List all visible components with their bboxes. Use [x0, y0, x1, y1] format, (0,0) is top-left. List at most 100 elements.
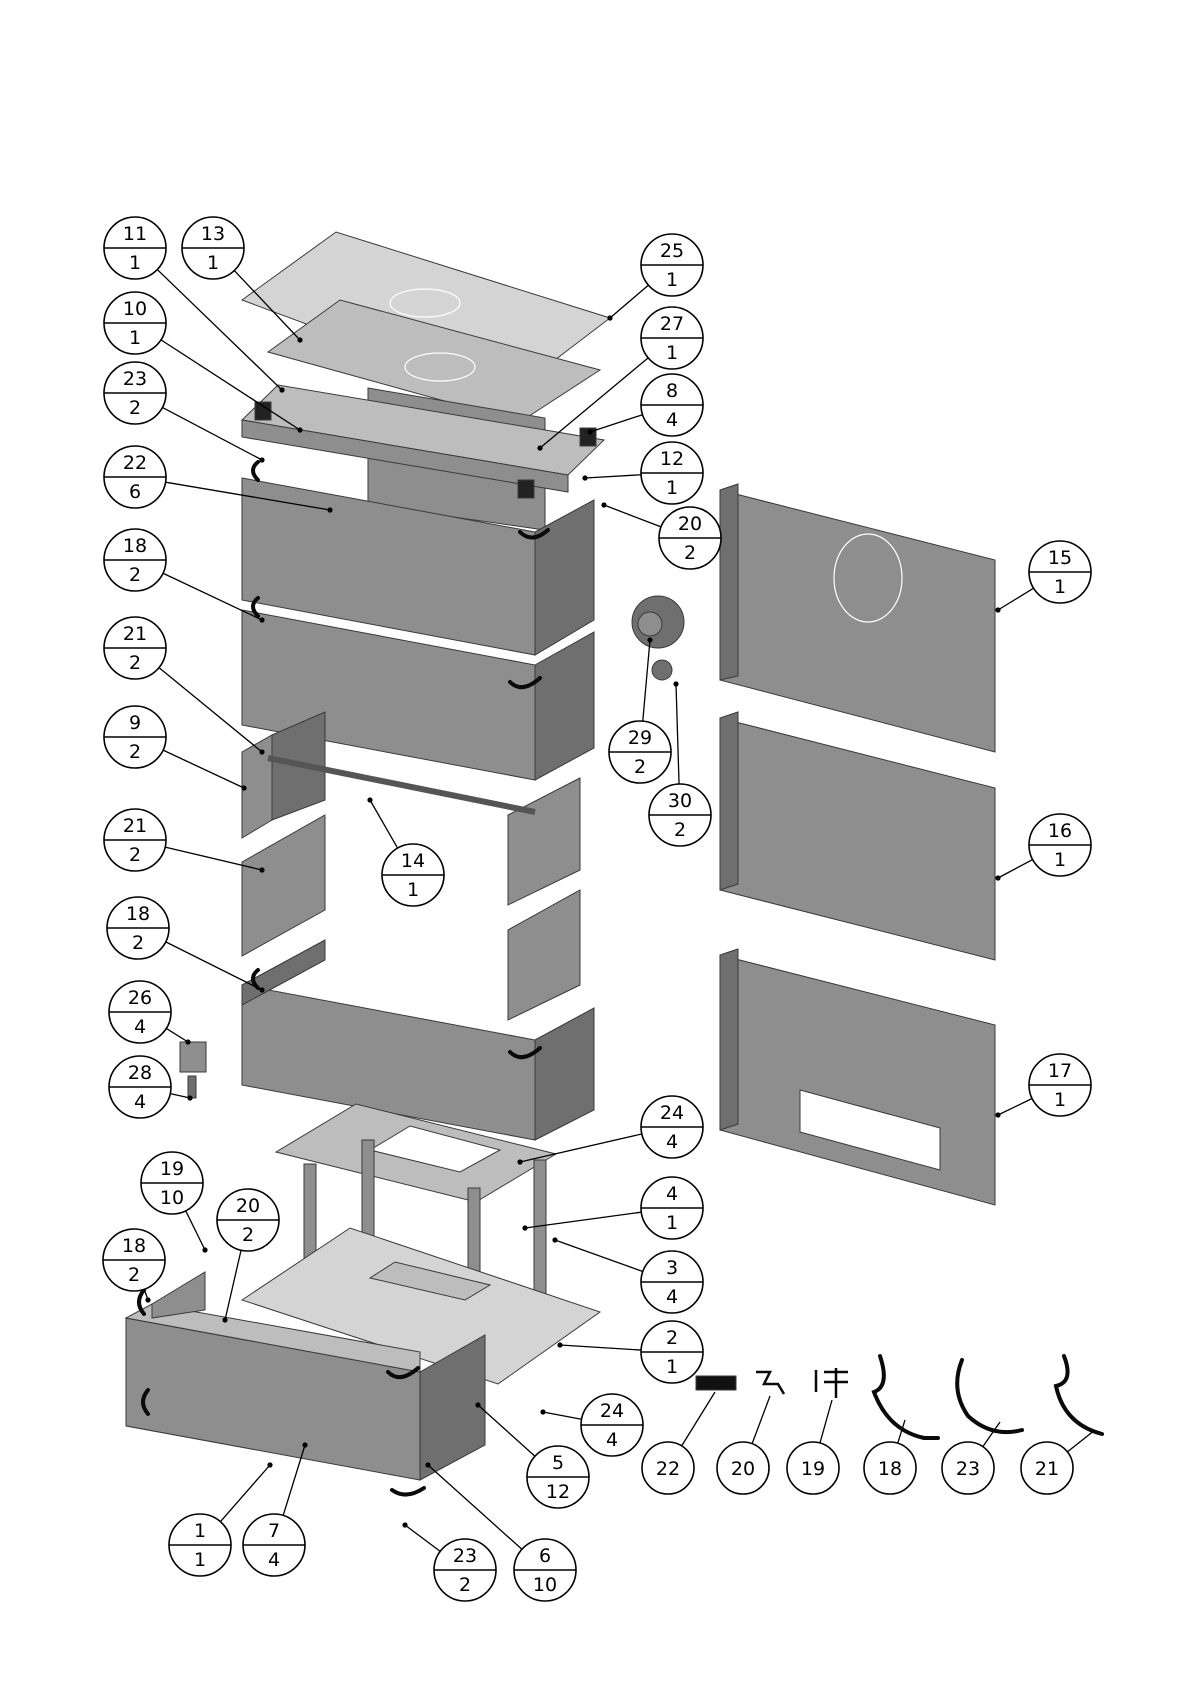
seal-callout-number: 21 — [1035, 1458, 1059, 1480]
callout-part-number: 12 — [660, 448, 684, 470]
seal-callout-19: 19 — [787, 1442, 839, 1494]
leader-line-19 — [186, 1211, 205, 1250]
leader-dot-13 — [297, 337, 302, 342]
callout-part-number: 24 — [600, 1400, 624, 1422]
parts-artwork — [126, 232, 1102, 1495]
leader-line-28 — [170, 1094, 190, 1098]
callout-quantity: 10 — [160, 1187, 184, 1209]
callout-15: 151 — [1029, 541, 1091, 603]
callout-part-number: 6 — [539, 1545, 551, 1567]
seal-leader-22 — [682, 1392, 715, 1446]
leader-line-2 — [560, 1345, 641, 1350]
callout-quantity: 2 — [129, 652, 141, 674]
leader-dot-23 — [259, 457, 264, 462]
leader-dot-3 — [552, 1237, 557, 1242]
callout-20: 202 — [217, 1189, 279, 1251]
callout-part-number: 20 — [236, 1195, 260, 1217]
seal-leader-20 — [752, 1396, 770, 1444]
leader-line-23 — [405, 1525, 440, 1551]
callout-part-number: 2 — [666, 1327, 678, 1349]
leader-dot-20 — [222, 1317, 227, 1322]
callout-quantity: 1 — [207, 252, 219, 274]
callout-part-number: 21 — [123, 815, 147, 837]
callout-quantity: 6 — [129, 481, 141, 503]
callout-part-number: 10 — [123, 298, 147, 320]
leader-dot-21 — [259, 749, 264, 754]
callout-quantity: 1 — [1054, 1089, 1066, 1111]
callout-part-number: 8 — [666, 380, 678, 402]
part-fan-motor-30 — [652, 660, 672, 680]
leader-dot-5 — [475, 1402, 480, 1407]
callout-quantity: 2 — [129, 564, 141, 586]
leader-dot-4 — [522, 1225, 527, 1230]
leader-line-6 — [428, 1465, 522, 1549]
callout-18: 182 — [104, 529, 166, 591]
leader-dot-19 — [202, 1247, 207, 1252]
callout-quantity: 4 — [268, 1549, 280, 1571]
seal-callout-number: 23 — [956, 1458, 980, 1480]
callout-quantity: 1 — [666, 269, 678, 291]
callout-quantity: 1 — [666, 1356, 678, 1378]
callout-6: 610 — [514, 1539, 576, 1601]
leader-dot-2 — [557, 1342, 562, 1347]
leader-dot-30 — [673, 681, 678, 686]
leader-dot-29 — [647, 637, 652, 642]
leader-dot-26 — [185, 1039, 190, 1044]
seal-20-shape — [756, 1372, 784, 1394]
part-side-panel-17 — [720, 955, 995, 1205]
leader-dot-9 — [241, 785, 246, 790]
callout-part-number: 17 — [1048, 1060, 1072, 1082]
callout-part-number: 18 — [126, 903, 150, 925]
callout-part-number: 29 — [628, 727, 652, 749]
callout-quantity: 1 — [129, 252, 141, 274]
callout-quantity: 1 — [666, 477, 678, 499]
leader-line-20 — [225, 1250, 241, 1320]
seal-callouts: 222019182321 — [642, 1392, 1095, 1494]
callout-quantity: 12 — [546, 1481, 570, 1503]
callout-5: 512 — [527, 1446, 589, 1508]
callout-30: 302 — [649, 784, 711, 846]
seal-callout-number: 22 — [656, 1458, 680, 1480]
leader-line-17 — [998, 1099, 1032, 1115]
seal-19-shape — [816, 1368, 848, 1398]
callout-quantity: 1 — [1054, 576, 1066, 598]
callout-part-number: 20 — [678, 513, 702, 535]
callout-part-number: 11 — [123, 223, 147, 245]
leader-line-12 — [585, 475, 641, 478]
callout-20: 202 — [659, 507, 721, 569]
leader-line-14 — [370, 800, 398, 848]
callout-17: 171 — [1029, 1054, 1091, 1116]
seal-18-shape — [874, 1356, 938, 1438]
callout-3: 34 — [641, 1251, 703, 1313]
part-side-column-right — [508, 778, 580, 905]
leader-line-16 — [998, 860, 1033, 878]
leader-dot-24 — [540, 1409, 545, 1414]
leader-line-1 — [220, 1465, 270, 1522]
callout-18: 182 — [103, 1229, 165, 1291]
leader-dot-11 — [279, 387, 284, 392]
part-side-column-left — [242, 735, 272, 838]
seal-callout-23: 23 — [942, 1442, 994, 1494]
callout-27: 271 — [641, 307, 703, 369]
leader-line-5 — [478, 1405, 535, 1456]
leader-dot-17 — [995, 1112, 1000, 1117]
callout-13: 131 — [182, 217, 244, 279]
callout-22: 226 — [104, 446, 166, 508]
leader-dot-7 — [302, 1442, 307, 1447]
callout-part-number: 27 — [660, 313, 684, 335]
callout-part-number: 13 — [201, 223, 225, 245]
leader-dot-12 — [582, 475, 587, 480]
callout-part-number: 26 — [128, 987, 152, 1009]
callout-part-number: 9 — [129, 712, 141, 734]
callout-19: 1910 — [141, 1152, 203, 1214]
callout-quantity: 4 — [134, 1091, 146, 1113]
callout-quantity: 10 — [533, 1574, 557, 1596]
seal-callout-18: 18 — [864, 1442, 916, 1494]
callout-quantity: 4 — [666, 1131, 678, 1153]
part-clip-26 — [180, 1042, 206, 1072]
callout-part-number: 5 — [552, 1452, 564, 1474]
callout-21: 212 — [104, 617, 166, 679]
leader-dot-14 — [367, 797, 372, 802]
leader-dot-23 — [402, 1522, 407, 1527]
